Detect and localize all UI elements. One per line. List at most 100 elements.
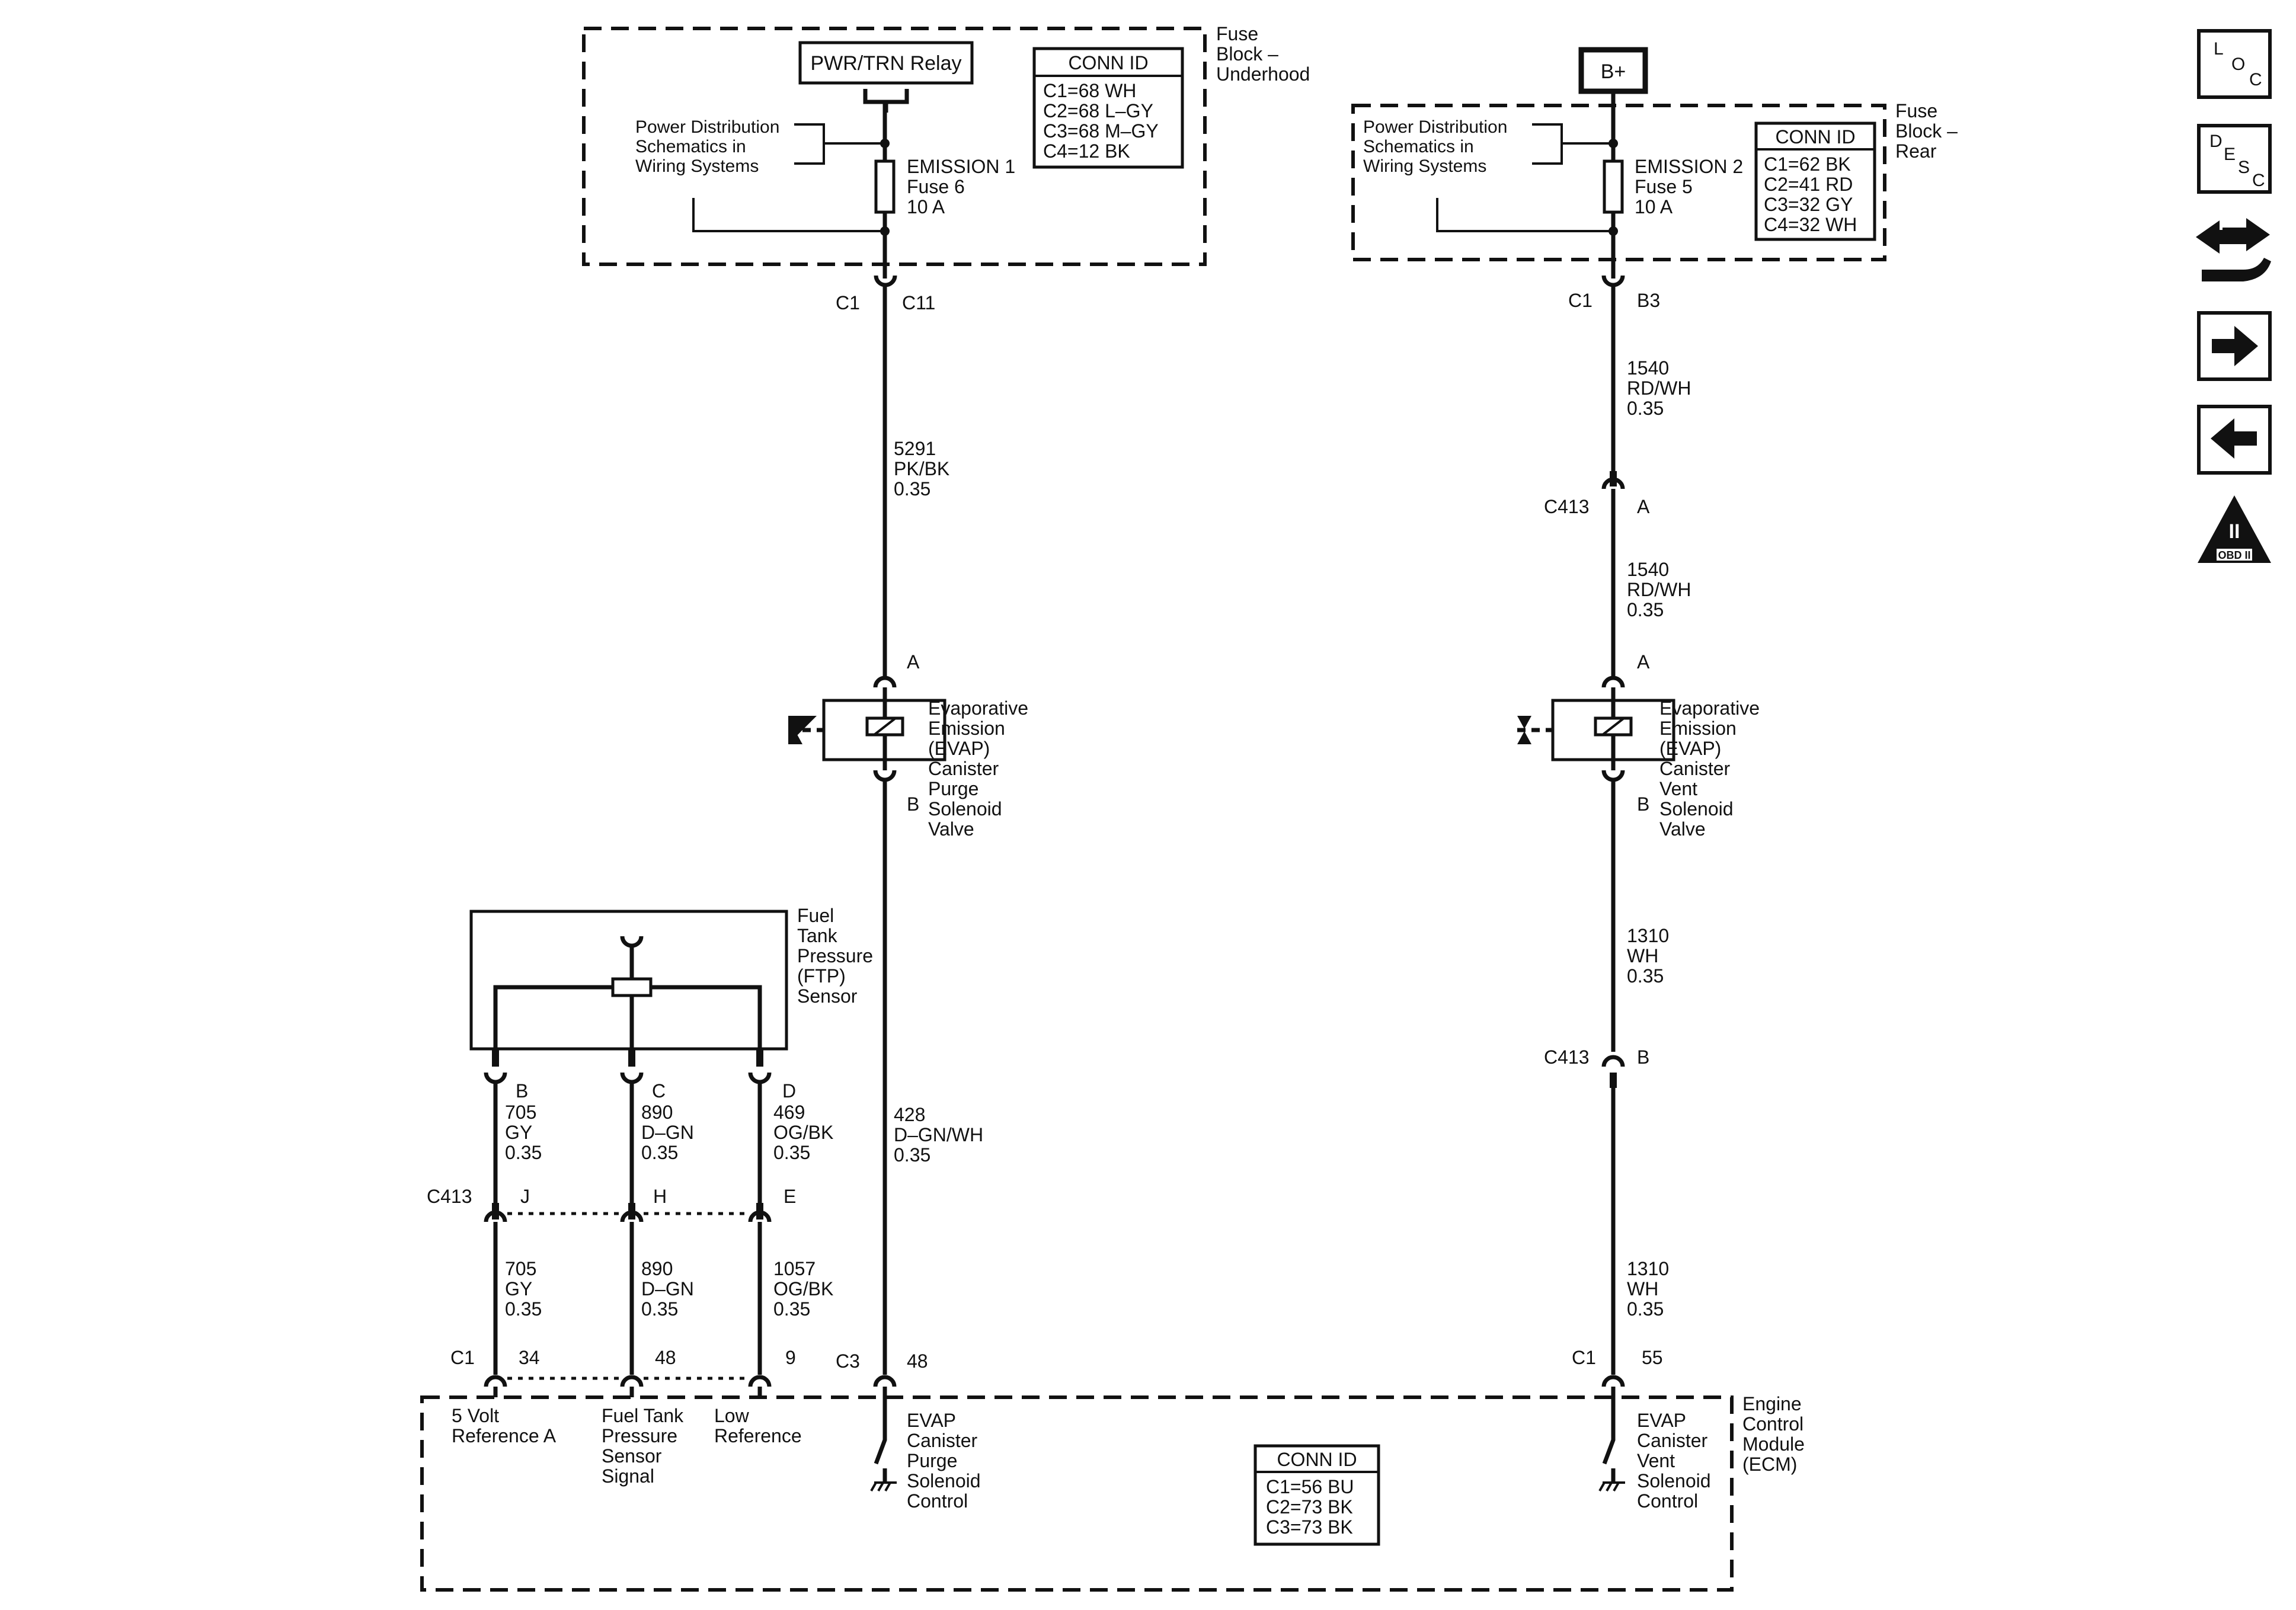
ftp-lower-wire-e: 1057 OG/BK 0.35	[773, 1258, 839, 1320]
ftp-lower-wire-j: 705 GY 0.35	[505, 1258, 542, 1320]
nav-icons: L O C D E S C II OBD II	[2196, 29, 2272, 563]
svg-text:C2=68 L–GY: C2=68 L–GY	[1043, 100, 1153, 121]
ftp-upper-wire-c: 890 D–GN 0.35	[641, 1102, 699, 1163]
svg-text:B: B	[516, 1080, 528, 1102]
ftp-ecm-label-5v-ref: 5 Volt Reference A	[452, 1405, 557, 1446]
underhood-conn-id-table: CONN ID C1=68 WH C2=68 L–GY C3=68 M–GY C…	[1032, 47, 1184, 169]
svg-text:C: C	[652, 1080, 666, 1102]
ftp-ecm-label-low-ref: Low Reference	[714, 1405, 802, 1446]
vent-ecm-conn-pin: 55	[1642, 1347, 1663, 1368]
pwr-trn-relay-box	[798, 41, 974, 85]
pd-reference-label-1: Power Distribution Schematics in Wiring …	[635, 117, 785, 176]
fuse-block-underhood-label: Fuse Block – Underhood	[1216, 23, 1310, 85]
svg-text:H: H	[653, 1186, 667, 1207]
obd-ii-icon[interactable]: II OBD II	[2198, 495, 2271, 563]
next-arrow-icon[interactable]	[2197, 311, 2272, 381]
svg-text:CONN ID: CONN ID	[1775, 126, 1855, 148]
ftp-lower-wire-h: 890 D–GN 0.35	[641, 1258, 699, 1320]
loc-icon[interactable]: L O C	[2197, 29, 2272, 99]
svg-text:D: D	[2209, 132, 2223, 151]
ftp-sensor-pins: B C D	[484, 1050, 796, 1102]
purge-wire-2: 428 D–GN/WH 0.35	[894, 1104, 989, 1166]
purge-conn-name: C1	[836, 292, 860, 313]
pd-reference-label-2: Power Distribution Schematics in Wiring …	[1363, 117, 1512, 176]
svg-text:CONN ID: CONN ID	[1068, 52, 1148, 73]
svg-text:C3=68 M–GY: C3=68 M–GY	[1043, 120, 1159, 142]
vent-c413-a-pin: A	[1637, 496, 1650, 517]
svg-text:II: II	[2229, 520, 2240, 543]
purge-ecm-conn-name: C3	[836, 1350, 860, 1372]
svg-text:C413: C413	[427, 1186, 472, 1207]
vent-valve-label: Evaporative Emission (EVAP) Canister Ven…	[1659, 697, 1765, 840]
svg-text:C1=56 BU: C1=56 BU	[1266, 1476, 1354, 1497]
svg-text:C3=73 BK: C3=73 BK	[1266, 1516, 1353, 1538]
vent-ecm-label: EVAP Canister Vent Solenoid Control	[1637, 1410, 1716, 1512]
svg-text:D: D	[782, 1080, 796, 1102]
svg-text:C1=68 WH: C1=68 WH	[1043, 80, 1136, 101]
vent-valve-pin-a: A	[1637, 651, 1650, 673]
ftp-ecm-connector: C1 34 48 9	[450, 1347, 796, 1397]
svg-text:9: 9	[785, 1347, 796, 1368]
purge-ecm-label: EVAP Canister Purge Solenoid Control	[907, 1410, 986, 1512]
vent-ecm-conn-name: C1	[1572, 1347, 1596, 1368]
purge-ecm-conn-pin: 48	[907, 1350, 928, 1372]
svg-text:C: C	[2252, 171, 2265, 190]
vent-valve-pin-b: B	[1637, 793, 1649, 815]
ftp-upper-wire-d: 469 OG/BK 0.35	[773, 1102, 839, 1163]
svg-text:48: 48	[655, 1347, 676, 1368]
svg-text:S: S	[2238, 158, 2250, 177]
ecm-conn-id-table: CONN ID C1=56 BU C2=73 BK C3=73 BK	[1253, 1444, 1380, 1546]
emission-1-fuse	[874, 159, 896, 214]
purge-circuit: C1 C11 5291 PK/BK 0.35 A B Evaporative E…	[788, 275, 1034, 1512]
rear-conn-id-table: CONN ID C1=62 BK C2=41 RD C3=32 GY C4=32…	[1754, 121, 1876, 241]
emission-1-fuse-label: EMISSION 1 Fuse 6 10 A	[907, 156, 1021, 217]
svg-text:CONN ID: CONN ID	[1277, 1449, 1357, 1470]
svg-text:34: 34	[519, 1347, 540, 1368]
purge-valve-pin-b: B	[907, 793, 919, 815]
vent-c413-b-name: C413	[1544, 1046, 1590, 1068]
svg-text:C: C	[2249, 70, 2262, 89]
ftp-ecm-label-signal: Fuel Tank Pressure Sensor Signal	[602, 1405, 689, 1487]
svg-text:J: J	[520, 1186, 530, 1207]
svg-text:O: O	[2231, 55, 2245, 74]
svg-text:OBD II: OBD II	[2218, 549, 2250, 561]
svg-text:C1: C1	[450, 1347, 475, 1368]
vent-c413-b-pin: B	[1637, 1046, 1649, 1068]
svg-text:E: E	[2224, 145, 2236, 164]
ecm: Engine Control Module (ECM) CONN ID C1=5…	[420, 1393, 1810, 1592]
svg-text:C1=62 BK: C1=62 BK	[1764, 153, 1851, 175]
vent-c413-a-name: C413	[1544, 496, 1590, 517]
purge-valve-label: Evaporative Emission (EVAP) Canister Pur…	[928, 697, 1034, 840]
ecm-label: Engine Control Module (ECM)	[1742, 1393, 1810, 1475]
battery-positive-label: B+	[1601, 60, 1626, 83]
ftp-sensor-label: Fuel Tank Pressure (FTP) Sensor	[797, 905, 878, 1007]
ftp-c413-connector: C413 J H E	[427, 1186, 796, 1222]
vent-circuit: C1 B3 1540 RD/WH 0.35 C413 A 1540 RD/WH …	[1517, 275, 1765, 1512]
vent-wire-4: 1310 WH 0.35	[1627, 1258, 1674, 1320]
svg-text:L: L	[2214, 39, 2224, 59]
svg-text:E: E	[784, 1186, 796, 1207]
previous-arrow-icon[interactable]	[2197, 405, 2272, 475]
fuse-block-rear: B+ Fuse Block – Rear Power Distribution …	[1351, 47, 1963, 279]
purge-conn-pin: C11	[902, 292, 935, 313]
desc-icon[interactable]: D E S C	[2197, 124, 2272, 194]
svg-text:C3=32 GY: C3=32 GY	[1764, 194, 1853, 215]
schematic-wrench-icon[interactable]	[2196, 218, 2271, 281]
svg-text:C4=32 WH: C4=32 WH	[1764, 214, 1857, 235]
fuse-block-underhood: Fuse Block – Underhood PWR/TRN Relay Pow…	[582, 23, 1310, 279]
svg-text:C2=41 RD: C2=41 RD	[1764, 174, 1853, 195]
purge-valve-pin-a: A	[907, 651, 920, 673]
emission-2-fuse-label: EMISSION 2 Fuse 5 10 A	[1635, 156, 1748, 217]
vent-wire-2: 1540 RD/WH 0.35	[1627, 559, 1696, 620]
emission-2-fuse	[1603, 159, 1624, 214]
pwr-trn-relay-label: PWR/TRN Relay	[810, 52, 961, 75]
purge-wire-1: 5291 PK/BK 0.35	[894, 438, 955, 500]
svg-text:C2=73 BK: C2=73 BK	[1266, 1496, 1353, 1518]
vent-wire-3: 1310 WH 0.35	[1627, 925, 1674, 987]
vent-wire-1: 1540 RD/WH 0.35	[1627, 357, 1696, 419]
vent-conn-pin: B3	[1637, 290, 1660, 311]
svg-text:C4=12 BK: C4=12 BK	[1043, 140, 1130, 162]
fuse-block-rear-label: Fuse Block – Rear	[1895, 100, 1963, 162]
ftp-upper-wire-b: 705 GY 0.35	[505, 1102, 542, 1163]
